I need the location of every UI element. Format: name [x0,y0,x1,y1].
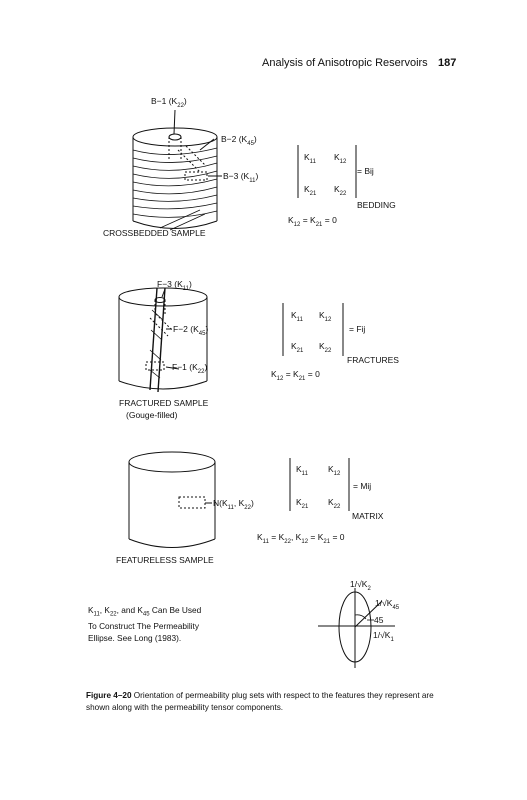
label-f2: F−2 (K45) [173,324,208,337]
page-number: 187 [438,57,457,69]
svg-text:K11: K11 [304,152,317,165]
relation-bedding: K12 = K21 = 0 [288,215,337,228]
relation-matrix: K11 = K22, K12 = K21 = 0 [257,532,345,545]
featureless-cylinder [128,451,216,548]
svg-text:K21: K21 [296,497,309,510]
svg-text:K22: K22 [334,184,347,197]
figure-caption: Figure 4–20 Orientation of permeability … [86,690,458,714]
label-b2: B−2 (K45) [221,134,257,147]
label-f3: F−3 (K11) [157,279,192,292]
label-45-degrees: 45 [374,615,384,625]
tensor-matrix-bedding: K11 K12 K21 K22 [297,145,357,198]
tensor-matrix-fractures: K11 K12 K21 K22 [282,303,344,356]
running-header-title: Analysis of Anisotropic Reservoirs [262,57,428,69]
label-k1-axis: 1/√K1 [373,630,394,643]
fractured-cylinder [118,287,208,393]
label-n: N(K11, K22) [213,498,254,511]
crossbedded-cylinder [132,109,222,231]
subcaption-fractured: (Gouge-filled) [126,410,178,420]
label-k2-axis: 1/√K2 [350,579,371,592]
label-b1: B−1 (K22) [151,96,187,109]
caption-fractured: FRACTURED SAMPLE [119,398,209,408]
svg-text:K12: K12 [334,152,347,165]
svg-text:K11: K11 [296,464,309,477]
label-b3: B−3 (K11) [223,171,258,184]
svg-text:K12: K12 [328,464,341,477]
svg-text:K21: K21 [304,184,317,197]
label-bedding: BEDDING [357,200,396,210]
figure-caption-text: Orientation of permeability plug sets wi… [86,691,434,712]
ellipse-note-line-1: K11, K22, and K45 Can Be Used [88,605,202,618]
svg-text:K22: K22 [328,497,341,510]
label-f1: F−1 (K22) [172,362,207,375]
permeability-ellipse [318,588,395,668]
label-fractures: FRACTURES [347,355,399,365]
ellipse-note-line-2: To Construct The Permeability [88,621,199,632]
ellipse-note-line-3: Ellipse. See Long (1983). [88,632,182,643]
svg-text:K12: K12 [319,310,332,323]
tensor-matrix-matrix: K11 K12 K21 K22 [289,458,350,511]
equals-bij: = Bij [357,166,374,176]
caption-featureless: FEATURELESS SAMPLE [116,555,214,565]
equals-fij: = Fij [349,324,365,334]
svg-text:K22: K22 [319,341,332,354]
label-matrix: MATRIX [352,511,384,521]
label-k45-axis: 1/√K45 [375,598,400,611]
relation-fractures: K12 = K21 = 0 [271,369,320,382]
caption-crossbedded: CROSSBEDDED SAMPLE [103,228,206,238]
svg-text:K11: K11 [291,310,304,323]
equals-mij: = Mij [353,481,371,491]
ellipse-note: K11, K22, and K45 Can Be Used To Constru… [88,605,278,644]
figure-caption-label: Figure 4–20 [86,691,132,700]
svg-text:K21: K21 [291,341,304,354]
